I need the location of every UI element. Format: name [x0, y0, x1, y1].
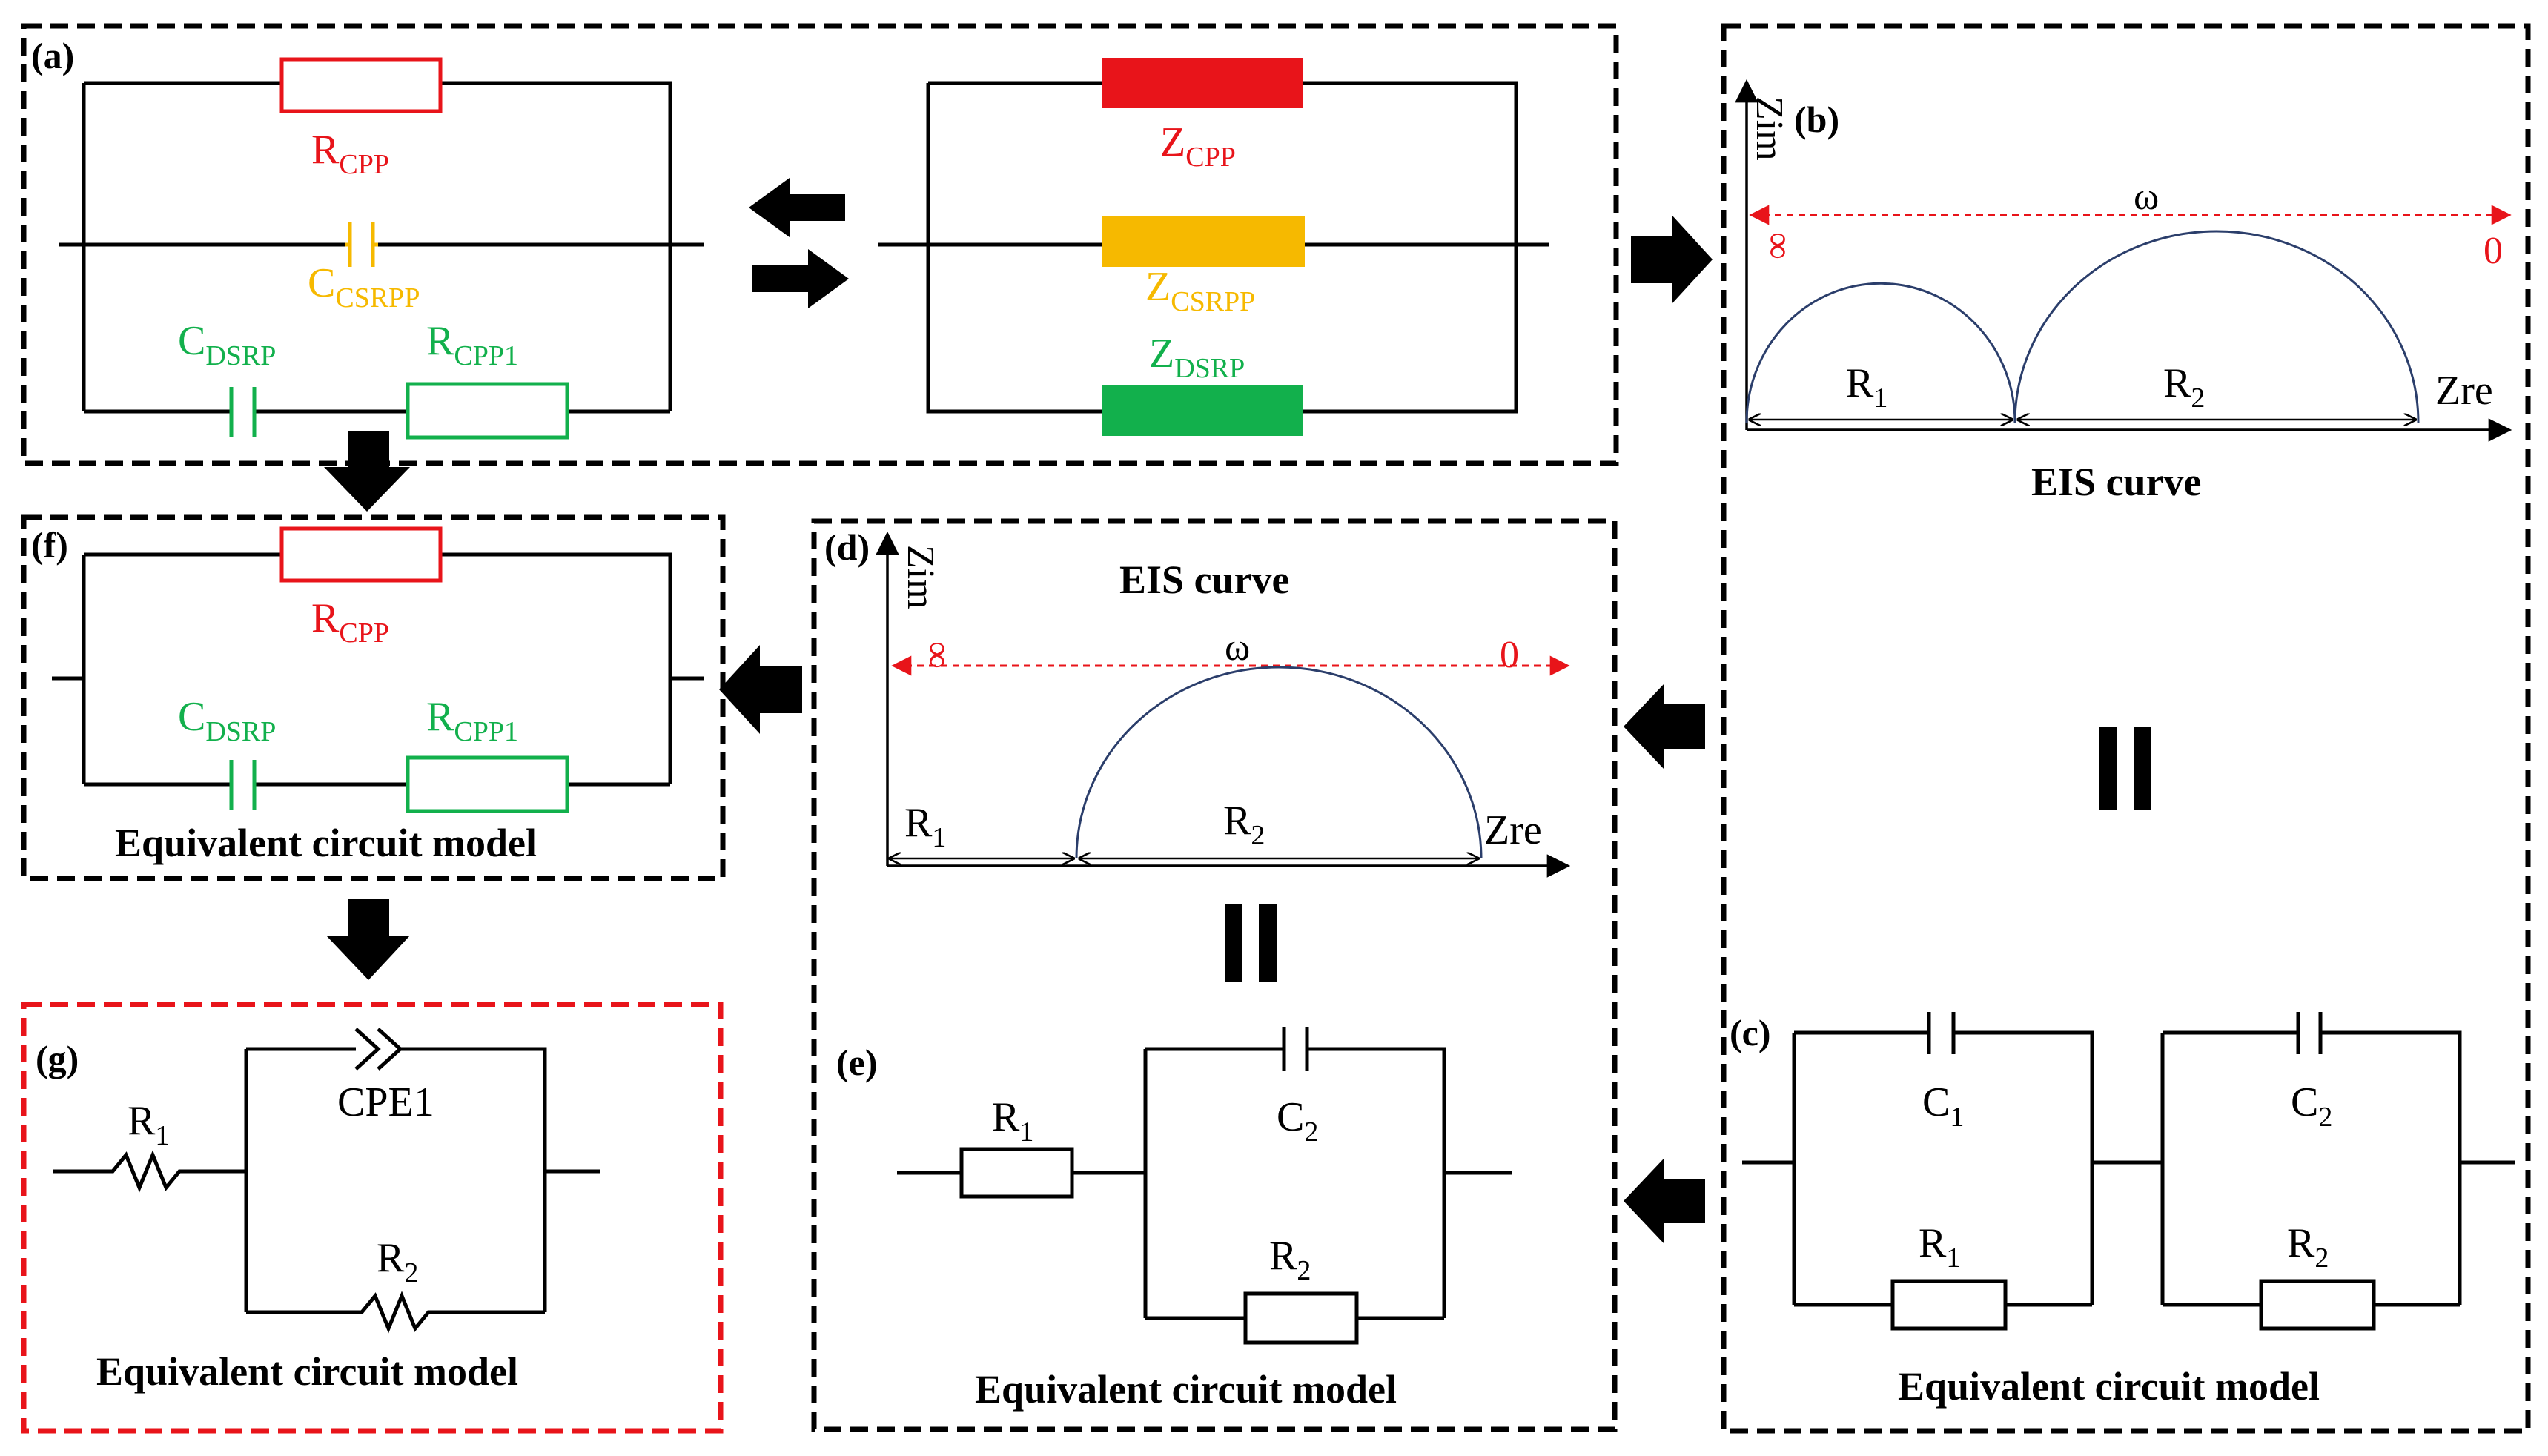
title-b: EIS curve	[2031, 460, 2202, 504]
zero-label-d: 0	[1500, 634, 1519, 676]
label-r1-d: R1	[904, 800, 946, 853]
panel-bc-border	[1721, 23, 2531, 1434]
arrow-d-to-f-icon	[719, 645, 802, 734]
caption-c: Equivalent circuit model	[1898, 1364, 2320, 1409]
label-r-cpp: RCPP	[311, 127, 389, 180]
label-r2-e: R2	[1269, 1233, 1311, 1286]
zim-label-d: Zim	[899, 545, 942, 609]
arrow-left-icon	[749, 178, 845, 237]
panel-e: (e) R1 C2 R2 Equivalent circuit model	[836, 1027, 1512, 1412]
equals-bar-1-b	[2099, 727, 2117, 810]
arrow-right-icon	[752, 249, 849, 308]
arrow-c-to-e-icon	[1624, 1158, 1705, 1244]
impedance-z-csrpp	[1102, 216, 1305, 267]
panel-a: (a) RCPP CCSRPP CDSRP RCPP1	[21, 23, 1619, 466]
caption-e: Equivalent circuit model	[975, 1367, 1397, 1412]
resistor-r-cpp1	[406, 382, 569, 440]
circuit-a-left: RCPP CCSRPP CDSRP RCPP1	[59, 57, 704, 440]
circuit-a-right: ZCPP ZCSRPP ZDSRP	[878, 58, 1549, 436]
label-z-csrpp: ZCSRPP	[1145, 264, 1255, 317]
resistor-r1-e	[959, 1147, 1074, 1199]
panel-g-label: (g)	[36, 1038, 79, 1079]
zre-label-b: Zre	[2435, 368, 2493, 414]
label-r2-b: R2	[2163, 360, 2205, 414]
panel-bc: Zim (b) ω ∞ 0 R1 R2 Zre EIS curve (c) C1	[1721, 23, 2531, 1434]
panel-b-label: (b)	[1794, 99, 1839, 140]
semicircle-r1-b	[1745, 282, 2016, 423]
panel-de: (d) Zim EIS curve ω ∞ 0 R1 R2 Zre (e) R	[811, 518, 1618, 1432]
label-r2-c: R2	[2287, 1220, 2329, 1274]
resistor-r-cpp1-f	[406, 755, 569, 813]
panel-d-label: (d)	[824, 526, 870, 568]
label-r1-e: R1	[992, 1094, 1033, 1148]
equals-bar-2-d	[1259, 904, 1277, 982]
arrow-f-to-g-icon	[326, 899, 410, 980]
label-r-cpp1: RCPP1	[426, 318, 518, 371]
caption-g: Equivalent circuit model	[96, 1349, 518, 1394]
label-c-dsrp-f: CDSRP	[178, 694, 276, 747]
resistor-r-cpp-f	[279, 526, 443, 583]
zre-label-d: Zre	[1484, 807, 1542, 853]
caption-f: Equivalent circuit model	[115, 821, 537, 865]
panel-d: (d) Zim EIS curve ω ∞ 0 R1 R2 Zre	[824, 526, 1571, 878]
omega-label-d: ω	[1225, 626, 1250, 669]
zim-label-b: Zim	[1748, 96, 1790, 161]
cpe1-symbol	[354, 1028, 403, 1071]
semicircle-r2-d	[1075, 666, 1483, 859]
arrow-a-to-b-icon	[1631, 215, 1713, 304]
arrow-a-to-f-icon	[324, 431, 410, 512]
panel-e-label: (e)	[836, 1042, 878, 1083]
panel-b: Zim (b) ω ∞ 0 R1 R2 Zre EIS curve	[1735, 79, 2512, 504]
label-c2-c: C2	[2291, 1079, 2332, 1133]
label-cpe1-g: CPE1	[337, 1079, 434, 1125]
panel-c-label: (c)	[1730, 1012, 1771, 1053]
label-z-dsrp: ZDSRP	[1149, 331, 1245, 384]
omega-label-b: ω	[2134, 176, 2159, 218]
label-r-cpp1-f: RCPP1	[426, 694, 518, 747]
label-c-csrpp: CCSRPP	[308, 260, 420, 314]
label-c-dsrp: CDSRP	[178, 318, 276, 371]
impedance-z-dsrp	[1102, 385, 1303, 436]
semicircle-r2-b	[2013, 230, 2420, 423]
label-c1-c: C1	[1922, 1079, 1964, 1133]
label-r1-b: R1	[1846, 360, 1887, 414]
label-r2-g: R2	[377, 1235, 418, 1288]
resistor-r-cpp	[279, 57, 443, 113]
resistor-r1-c	[1890, 1279, 2008, 1331]
label-r1-g: R1	[128, 1098, 169, 1151]
label-r2-d: R2	[1223, 798, 1265, 851]
infinity-label-d: ∞	[917, 641, 959, 669]
label-z-cpp: ZCPP	[1160, 119, 1236, 173]
panel-a-label: (a)	[31, 35, 74, 76]
panel-f: (f) RCPP CDSRP RCPP1 Equivalent circuit …	[21, 514, 726, 881]
label-r1-c: R1	[1919, 1220, 1960, 1274]
infinity-label-b: ∞	[1758, 232, 1800, 259]
panel-de-border	[811, 518, 1618, 1432]
equals-bar-1-d	[1225, 904, 1242, 982]
label-c2-e: C2	[1277, 1094, 1318, 1148]
impedance-z-cpp	[1102, 58, 1303, 108]
panel-f-border	[21, 514, 726, 881]
panel-g: (g) R1 CPE1 R2 Equivalent circuit model	[21, 1002, 724, 1434]
label-r-cpp-f: RCPP	[311, 595, 389, 649]
panel-f-label: (f)	[31, 524, 68, 566]
arrow-b-to-d-icon	[1624, 684, 1705, 770]
panel-g-border	[21, 1002, 724, 1434]
title-d: EIS curve	[1119, 557, 1290, 602]
resistor-r2-e	[1243, 1291, 1359, 1345]
resistor-r2-c	[2259, 1279, 2376, 1331]
panel-c: (c) C1 R1 C2 R2 Equivalent circuit model	[1730, 1012, 2515, 1409]
equals-bar-2-b	[2134, 727, 2151, 810]
equivalence-arrows	[749, 178, 849, 308]
zero-label-b: 0	[2484, 230, 2503, 272]
